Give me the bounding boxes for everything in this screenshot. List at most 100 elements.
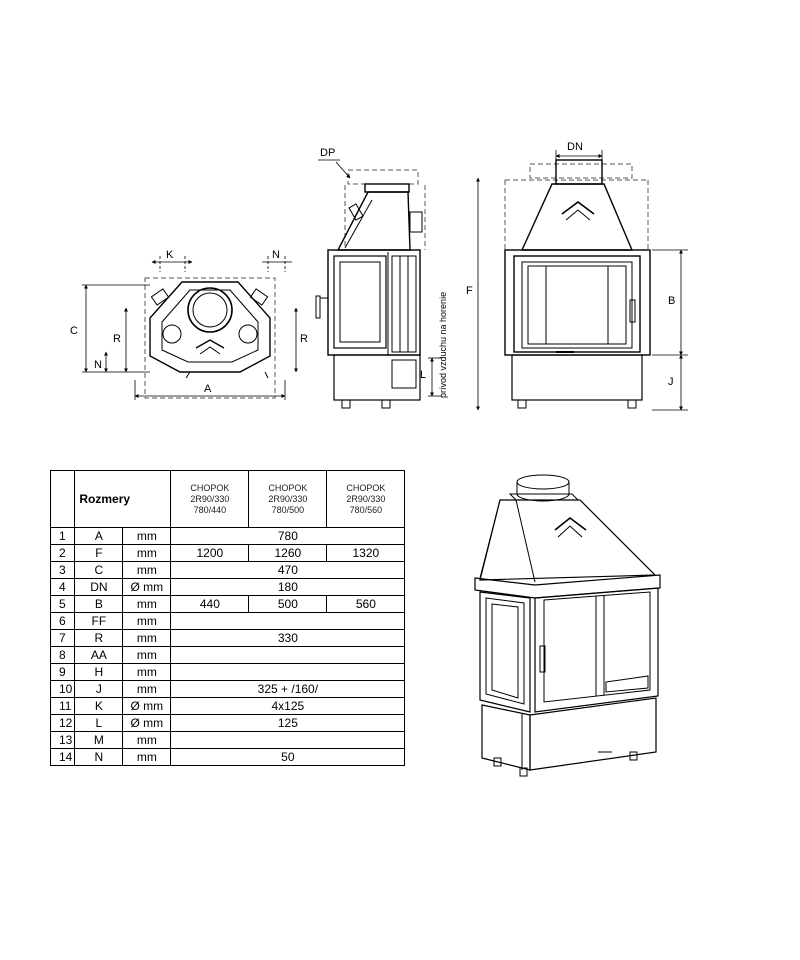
label-r-right: R — [300, 333, 308, 345]
isometric-view — [474, 474, 661, 777]
dimension-symbol: A — [74, 527, 124, 545]
dimension-value-merged: 330 — [170, 629, 406, 647]
label-j: J — [668, 376, 674, 388]
row-number: 2 — [49, 544, 76, 562]
dimension-symbol: DN — [74, 578, 124, 596]
dimension-unit: mm — [122, 527, 172, 545]
dimension-symbol: N — [74, 748, 124, 766]
label-l: L — [420, 369, 426, 381]
label-dn: DN — [567, 141, 583, 153]
dimension-unit: mm — [122, 646, 172, 664]
dimension-symbol: L — [74, 714, 124, 732]
dimension-value-merged — [170, 731, 406, 749]
row-number: 1 — [49, 527, 76, 545]
row-number: 8 — [49, 646, 76, 664]
row-number: 4 — [49, 578, 76, 596]
dimension-value-merged: 470 — [170, 561, 406, 579]
row-number: 6 — [49, 612, 76, 630]
front-view — [504, 159, 651, 409]
dimension-value-merged — [170, 612, 406, 630]
header-blank — [49, 470, 76, 528]
dimension-unit: Ø mm — [122, 697, 172, 715]
row-number: 12 — [49, 714, 76, 732]
dimension-symbol: R — [74, 629, 124, 647]
dimension-unit: mm — [122, 629, 172, 647]
row-number: 10 — [49, 680, 76, 698]
dimension-value: 440 — [170, 595, 250, 613]
dimension-symbol: FF — [74, 612, 124, 630]
dimension-symbol: J — [74, 680, 124, 698]
dimension-value-merged: 4x125 — [170, 697, 406, 715]
side-view-dimensions — [318, 159, 480, 411]
dimension-symbol: B — [74, 595, 124, 613]
top-view-dimensions — [82, 256, 298, 400]
dimension-unit: mm — [122, 561, 172, 579]
dimension-value: 1320 — [326, 544, 406, 562]
dimension-value: 500 — [248, 595, 328, 613]
dimension-unit: Ø mm — [122, 578, 172, 596]
label-air-supply: prívod vzduchu na horenie — [438, 292, 448, 398]
row-number: 3 — [49, 561, 76, 579]
dimension-symbol: K — [74, 697, 124, 715]
dimension-symbol: H — [74, 663, 124, 681]
dimension-unit: mm — [122, 663, 172, 681]
dimension-value-merged — [170, 663, 406, 681]
dimension-unit: mm — [122, 748, 172, 766]
dimension-symbol: C — [74, 561, 124, 579]
label-a: A — [204, 383, 212, 395]
dimension-value-merged — [170, 646, 406, 664]
dimension-unit: mm — [122, 544, 172, 562]
label-dp: DP — [320, 147, 335, 159]
dimension-unit: Ø mm — [122, 714, 172, 732]
dimension-value-merged: 780 — [170, 527, 406, 545]
dimension-value: 1200 — [170, 544, 250, 562]
dimension-value-merged: 180 — [170, 578, 406, 596]
flue-circle — [187, 287, 233, 333]
label-c: C — [70, 325, 78, 337]
row-number: 14 — [49, 748, 76, 766]
front-view-dimensions — [555, 150, 688, 411]
dimension-value-merged: 325 + /160/ — [170, 680, 406, 698]
top-view — [144, 277, 276, 399]
dimension-value: 1260 — [248, 544, 328, 562]
table-title: Rozmery — [74, 470, 172, 528]
row-number: 11 — [49, 697, 76, 715]
dimension-unit: mm — [122, 595, 172, 613]
label-b: B — [668, 295, 675, 307]
label-k: K — [166, 249, 174, 261]
dimension-symbol: M — [74, 731, 124, 749]
dimension-value-merged: 125 — [170, 714, 406, 732]
label-f: F — [466, 285, 473, 297]
dimension-unit: mm — [122, 731, 172, 749]
side-view — [315, 169, 426, 409]
label-r-left: R — [113, 333, 121, 345]
dimension-unit: mm — [122, 612, 172, 630]
dimension-symbol: F — [74, 544, 124, 562]
row-number: 7 — [49, 629, 76, 647]
row-number: 9 — [49, 663, 76, 681]
dimension-symbol: AA — [74, 646, 124, 664]
dimension-value: 560 — [326, 595, 406, 613]
row-number: 5 — [49, 595, 76, 613]
label-n-side: N — [94, 359, 102, 371]
label-n-top: N — [272, 249, 280, 261]
row-number: 13 — [49, 731, 76, 749]
